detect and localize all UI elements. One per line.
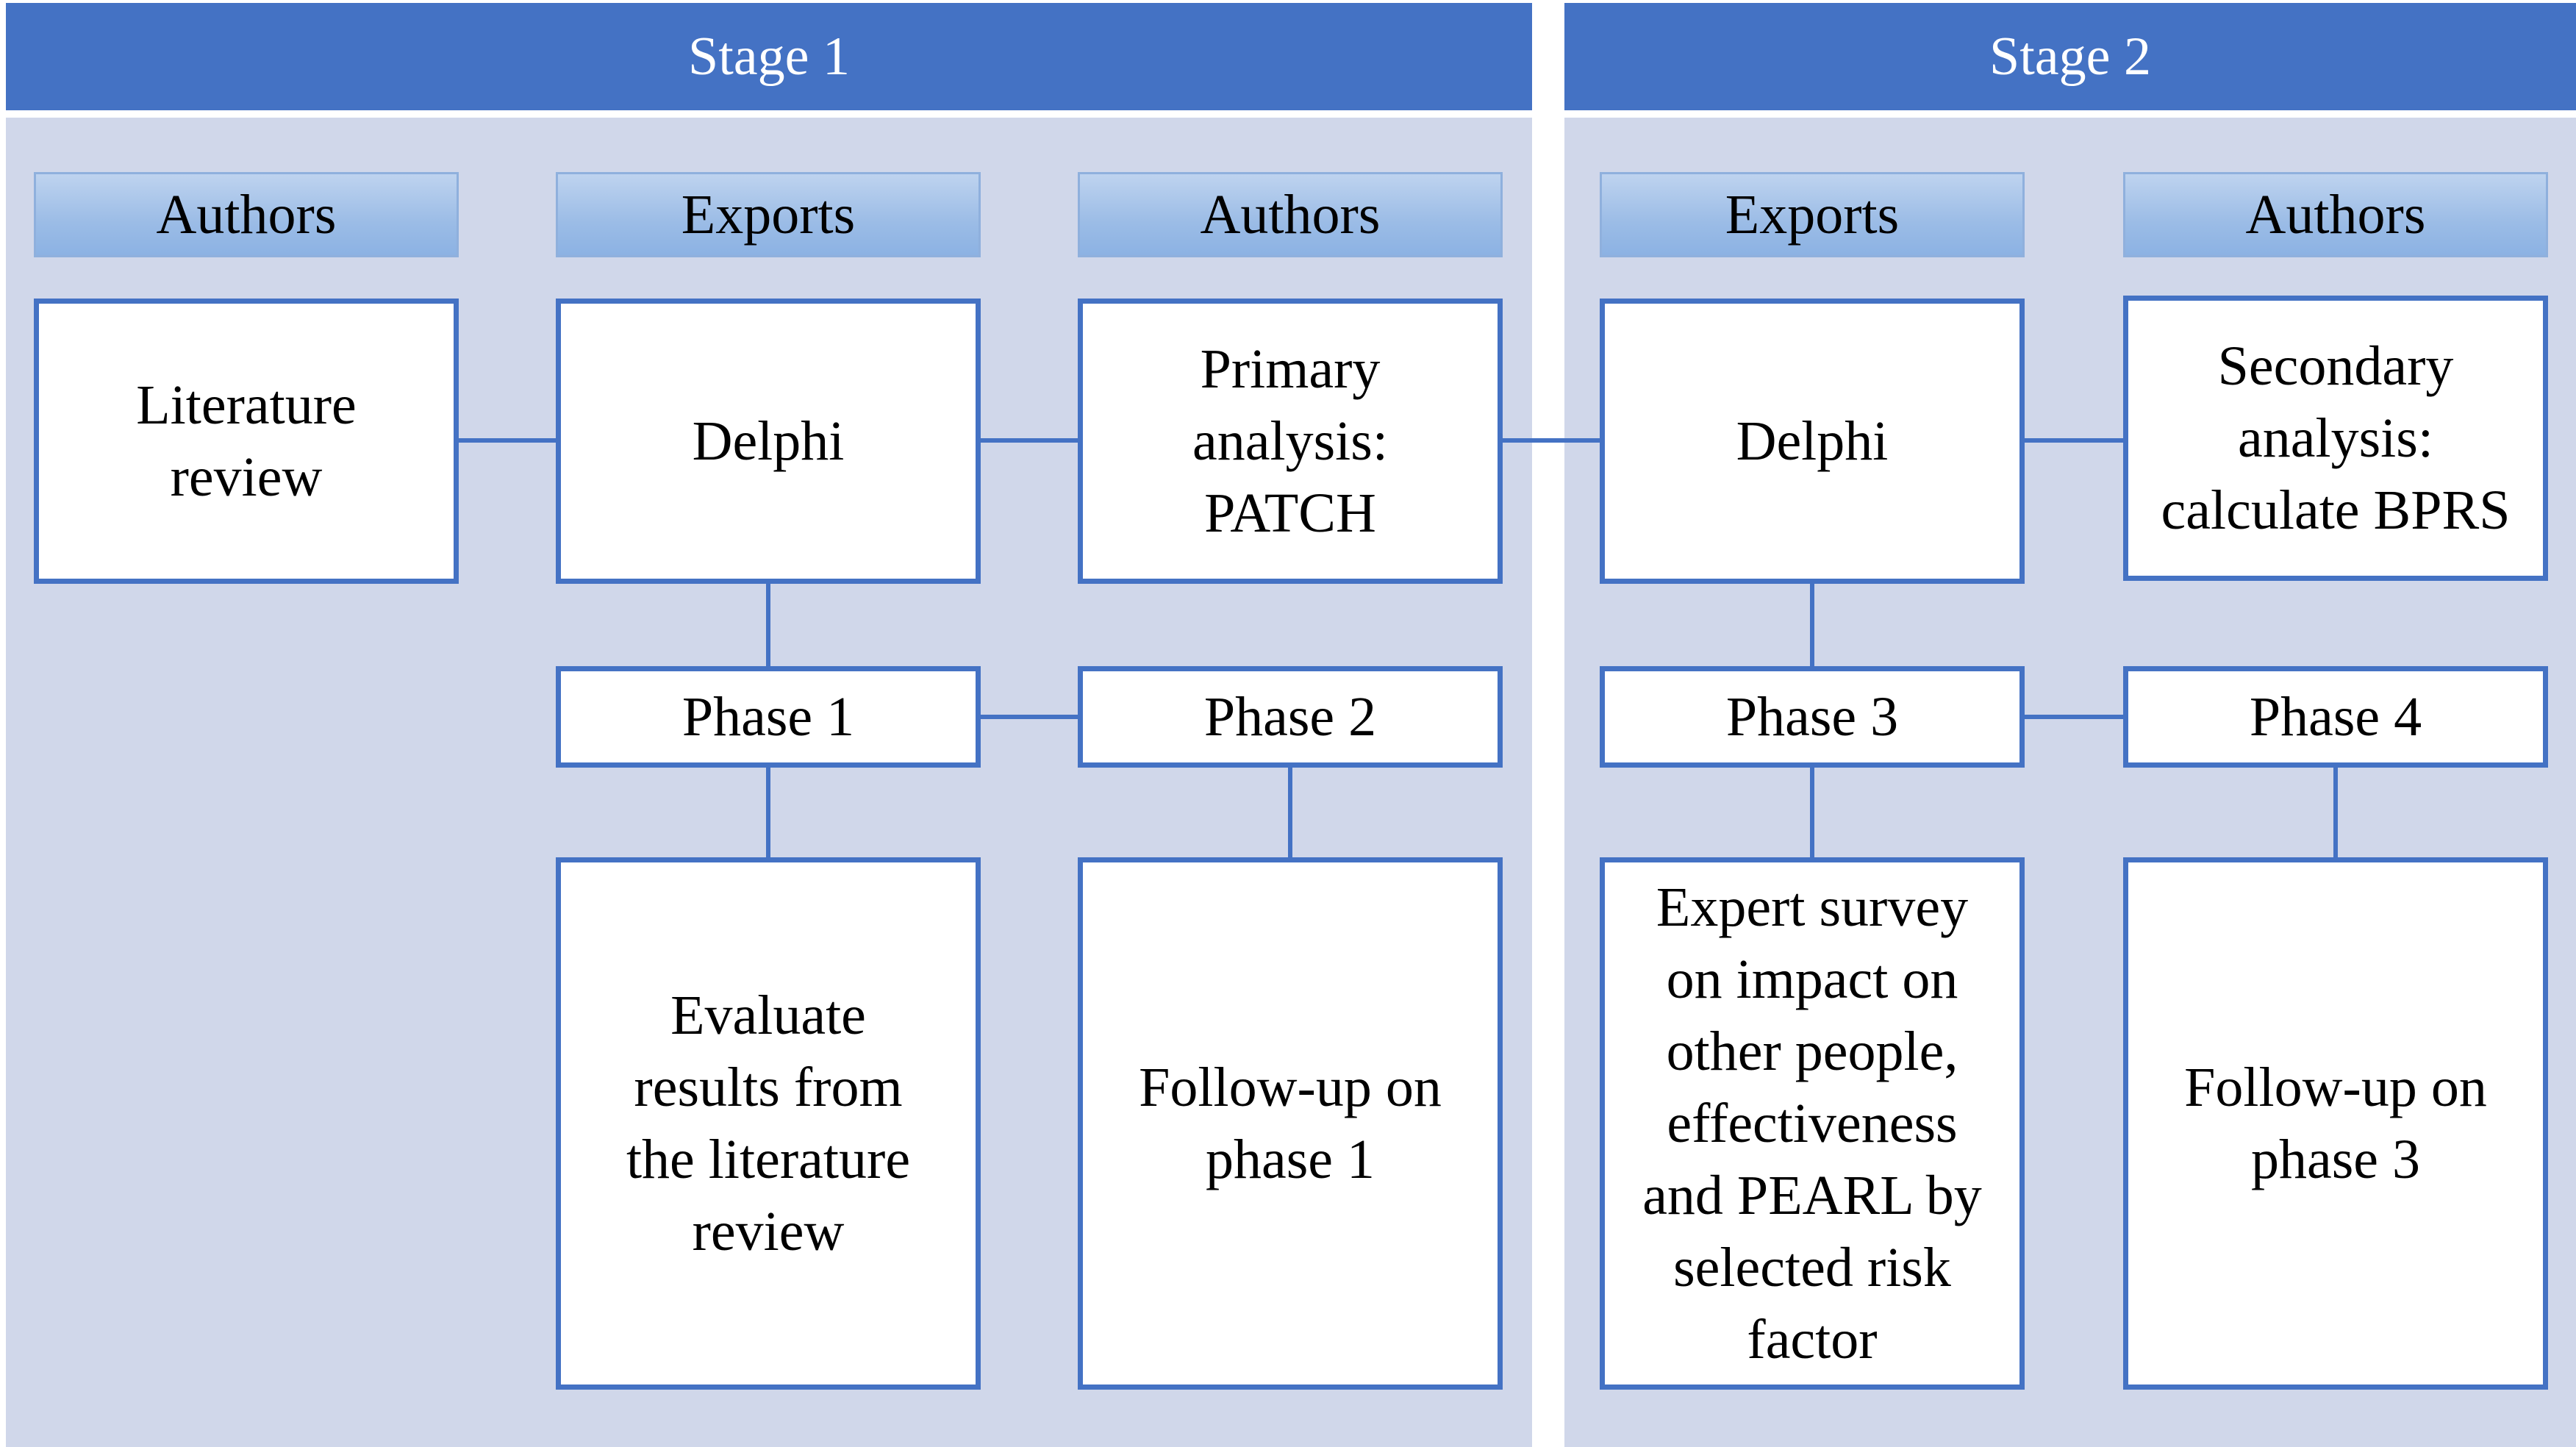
role-header-authors-1: Authors: [34, 172, 459, 257]
activity-secondary-analysis: Secondary analysis: calculate BPRS: [2123, 296, 2548, 581]
connector-primary-delphi: [1503, 438, 1600, 443]
connector-phase1-detail: [766, 765, 770, 859]
detail-phase-3: Expert survey on impact on other people,…: [1600, 857, 2025, 1390]
stage-1-header: Stage 1: [6, 3, 1532, 110]
activity-delphi-2: Delphi: [1600, 299, 2025, 584]
connector-phase3-detail: [1810, 765, 1814, 859]
connector-delphi-primary: [981, 438, 1078, 443]
detail-phase-2: Follow-up on phase 1: [1078, 857, 1503, 1390]
phase-2-box: Phase 2: [1078, 666, 1503, 768]
connector-phase2-detail: [1288, 765, 1292, 859]
activity-primary-analysis: Primary analysis: PATCH: [1078, 299, 1503, 584]
detail-phase-1: Evaluate results from the literature rev…: [556, 857, 981, 1390]
activity-literature-review: Literature review: [34, 299, 459, 584]
phase-1-box: Phase 1: [556, 666, 981, 768]
role-header-authors-3: Authors: [2123, 172, 2548, 257]
connector-delphi-phase3: [1810, 582, 1814, 668]
phase-3-box: Phase 3: [1600, 666, 2025, 768]
connector-delphi-phase1: [766, 582, 770, 668]
connector-phase4-detail: [2333, 765, 2338, 859]
role-header-authors-2: Authors: [1078, 172, 1503, 257]
activity-delphi-1: Delphi: [556, 299, 981, 584]
connector-delphi-secondary: [2025, 438, 2123, 443]
connector-phase3-phase4: [2025, 715, 2123, 719]
role-header-exports-1: Exports: [556, 172, 981, 257]
detail-phase-4: Follow-up on phase 3: [2123, 857, 2548, 1390]
stage-2-header: Stage 2: [1564, 3, 2576, 110]
role-header-exports-2: Exports: [1600, 172, 2025, 257]
connector-phase1-phase2: [981, 715, 1078, 719]
phase-4-box: Phase 4: [2123, 666, 2548, 768]
connector-literature-delphi: [459, 438, 556, 443]
